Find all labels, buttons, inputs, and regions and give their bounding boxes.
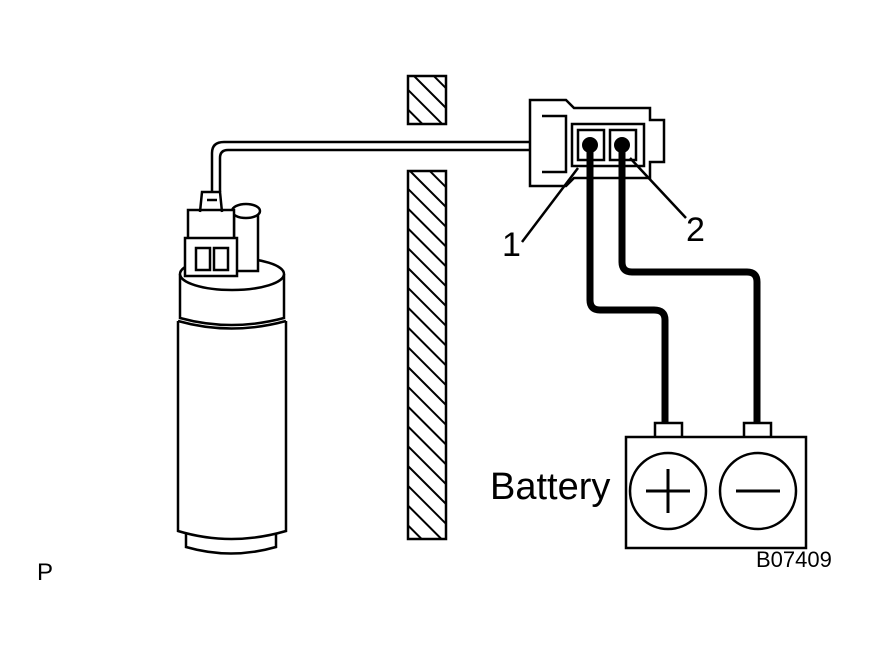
terminal-1-label: 1 bbox=[502, 226, 521, 264]
negative-lead-wire bbox=[618, 141, 761, 427]
tank-wall bbox=[406, 74, 448, 541]
fuel-pump bbox=[176, 190, 288, 555]
figure-code: B07409 bbox=[756, 547, 832, 572]
pump-harness bbox=[210, 140, 532, 192]
plus-symbol bbox=[646, 469, 690, 513]
battery-label: Battery bbox=[490, 466, 611, 508]
battery bbox=[624, 421, 808, 550]
jumper-wires bbox=[586, 141, 761, 427]
positive-lead-wire bbox=[586, 141, 669, 427]
leader-lines bbox=[521, 157, 687, 243]
terminal-2-label: 2 bbox=[686, 211, 705, 249]
view-letter: P bbox=[37, 559, 54, 586]
terminal-dots bbox=[582, 137, 630, 153]
